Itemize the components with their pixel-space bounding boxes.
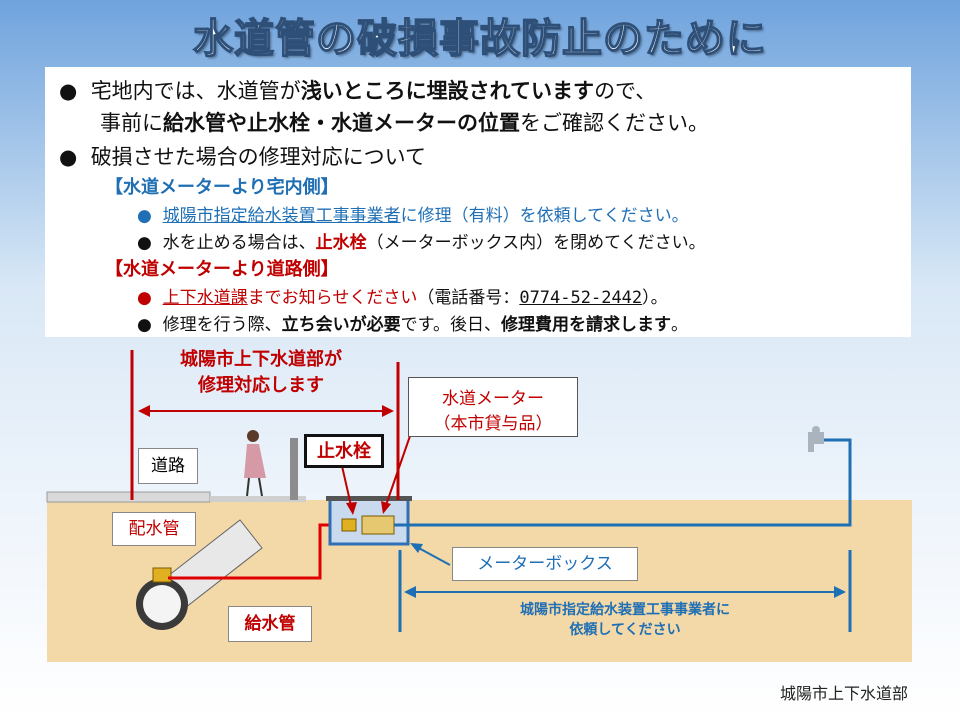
bullet-icon: ●	[137, 233, 152, 253]
bullet-icon: ●	[59, 145, 78, 169]
meter-arrow	[384, 435, 411, 509]
service-pipe-blue	[394, 438, 852, 527]
bullet-icon: ●	[137, 206, 152, 226]
main-pipe	[136, 519, 263, 630]
contractor-label: 城陽市指定給水装置工事事業者に 依頼してください	[520, 602, 730, 638]
sub-bullet-4: ● 修理を行う際、立ち会いが必要です。後日、修理費用を請求します。	[137, 315, 688, 335]
meter-box-label: メーターボックス	[452, 547, 638, 581]
bullet-1-line-1: ● 宅地内では、水道管が浅いところに埋設されていますので、	[59, 79, 657, 103]
road-surface	[46, 491, 211, 503]
bullet-1-line-2: 事前に給水管や止水栓・水道メーターの位置をご確認ください。	[100, 111, 709, 135]
bullet-2: ● 破損させた場合の修理対応について	[59, 145, 427, 169]
arrow-left-icon	[410, 543, 423, 553]
wall-post	[290, 438, 298, 500]
credit-text: 城陽市上下水道部	[779, 684, 908, 703]
heading-house-side: 【水道メーターより宅内側】	[105, 177, 339, 198]
sub-bullet-2: ● 水を止める場合は、止水栓（メーターボックス内）を閉めてください。	[137, 233, 706, 253]
bullet-icon: ●	[59, 79, 78, 103]
faucet-icon	[808, 426, 824, 452]
stopcock-label: 止水栓	[304, 434, 384, 468]
stopcock-icon	[341, 518, 357, 532]
arrow-down-icon	[346, 502, 357, 515]
info-panel: ● 宅地内では、水道管が浅いところに埋設されていますので、 事前に給水管や止水栓…	[45, 67, 911, 337]
arrow-left-icon	[404, 586, 416, 598]
meter-box-arrow	[414, 545, 451, 566]
page-title: 水道管の破損事故防止のために	[192, 15, 767, 63]
meter-box-lid	[326, 496, 412, 501]
arrow-down-icon	[381, 501, 391, 514]
city-repair-label: 城陽市上下水道部が 修理対応します	[180, 349, 342, 396]
bullet-icon: ●	[137, 288, 152, 308]
pedestrian-icon	[244, 430, 266, 497]
road-label: 道路	[138, 448, 198, 484]
main-pipe-label: 配水管	[112, 512, 196, 546]
bullet-icon: ●	[137, 315, 152, 335]
sub-bullet-3: ● 上下水道課までお知らせください（電話番号：0774-52-2442）。	[137, 288, 668, 308]
arrow-left-icon	[138, 405, 150, 417]
sidewalk	[210, 496, 306, 502]
phone-number: 0774-52-2442	[519, 288, 643, 308]
service-pipe-label: 給水管	[228, 606, 312, 642]
sub-bullet-1: ● 城陽市指定給水装置工事事業者に修理（有料）を依頼してください。	[137, 206, 689, 226]
saddle-valve-icon	[152, 567, 172, 583]
heading-road-side: 【水道メーターより道路側】	[105, 259, 339, 280]
water-meter-label: 水道メーター （本市貸与品）	[408, 377, 578, 437]
water-meter-icon	[361, 515, 395, 535]
arrow-right-icon	[834, 586, 846, 598]
arrow-right-icon	[382, 405, 394, 417]
